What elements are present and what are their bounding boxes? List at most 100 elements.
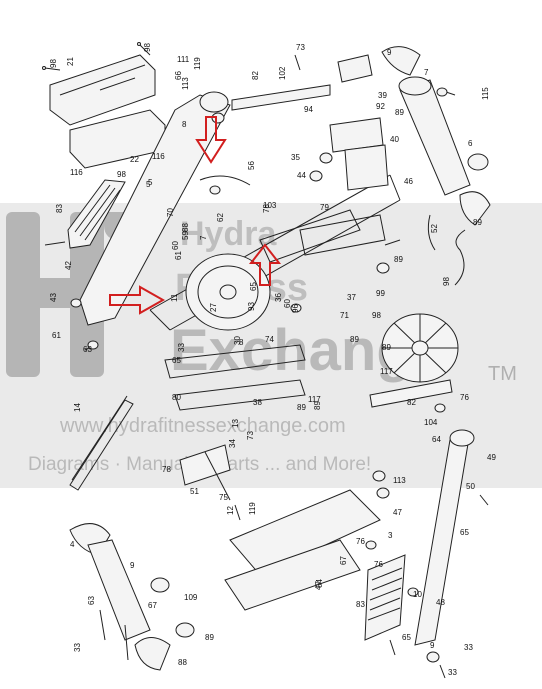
part-number-label: 78: [162, 465, 171, 474]
part-number-label: 115: [481, 87, 490, 100]
part-number-label: 4: [70, 540, 75, 549]
part-flywheel-36: [185, 253, 271, 331]
part-number-label: 47: [314, 581, 323, 590]
part-number-label: 3: [388, 531, 393, 540]
part-number-label: 67: [339, 556, 348, 565]
part-number-label: 35: [291, 153, 300, 162]
part-cable-42: [427, 214, 436, 251]
part-number-label: 83: [356, 600, 365, 609]
watermark-trademark: TM: [488, 363, 517, 385]
part-cap-9-bottom: [134, 637, 171, 671]
part-number-label: 113: [393, 476, 406, 485]
part-bracket-75: [179, 444, 231, 486]
part-number-label: 76: [374, 560, 383, 569]
part-number-label: 73: [246, 431, 255, 440]
part-number-label: 119: [248, 502, 257, 515]
part-number-label: 89: [350, 335, 359, 344]
part-number-label: 109: [184, 593, 198, 602]
part-number-label: 94: [304, 105, 313, 114]
part-number-label: 75: [219, 493, 228, 502]
part-number-label: 6: [468, 139, 473, 148]
part-number-label: 71: [340, 311, 349, 320]
part-number-label: 98: [143, 43, 152, 52]
part-number-label: 14: [73, 403, 82, 412]
part-number-label: 33: [464, 643, 473, 652]
part-cap-7-right: [459, 191, 491, 226]
part-number-label: 119: [193, 57, 202, 70]
part-number-label: 76: [356, 537, 365, 546]
part-number-label: 5: [148, 178, 153, 187]
part-number-label: 102: [278, 66, 287, 80]
part-number-label: 89: [313, 401, 322, 410]
part-number-label: 33: [177, 343, 186, 352]
part-pedal-arm-3: [229, 489, 381, 576]
part-bracket-82: [231, 84, 331, 111]
watermark-line1: Hydra: [180, 215, 277, 253]
part-pedal-arm-lower: [224, 539, 361, 611]
part-number-label: 80: [172, 393, 181, 402]
part-number-label: 89: [395, 108, 404, 117]
part-number-label: 62: [216, 213, 225, 222]
fasteners: [42, 42, 489, 679]
part-number-label: 56: [247, 161, 256, 170]
part-number-label: 104: [424, 418, 438, 427]
part-number-label: 27: [209, 303, 218, 312]
part-number-label: 43: [49, 293, 58, 302]
parts-line-art: [42, 42, 491, 679]
part-number-label: 65: [249, 282, 258, 291]
part-number-label: 60: [283, 299, 292, 308]
part-number-label: 12: [226, 506, 235, 515]
part-number-label: 21: [66, 57, 75, 66]
part-number-label: 61: [52, 331, 61, 340]
part-number-label: 98: [117, 170, 126, 179]
part-number-label: 39: [378, 91, 387, 100]
part-number-label: 73: [296, 43, 305, 52]
part-number-label: 117: [380, 367, 393, 376]
part-number-label: 65: [402, 633, 411, 642]
part-number-label: 92: [376, 102, 385, 111]
part-number-label: 50: [466, 482, 475, 491]
part-number-label: 10: [413, 590, 422, 599]
part-number-label: 78: [262, 204, 271, 213]
part-number-label: 76: [460, 393, 469, 402]
part-arm-56: [199, 175, 251, 186]
part-number-label: 36: [274, 293, 283, 302]
part-number-label: 98: [372, 311, 381, 320]
part-number-label: 59: [181, 231, 190, 240]
part-number-label: 65: [460, 528, 469, 537]
part-number-label: 89: [297, 403, 306, 412]
part-number-label: 103: [263, 201, 277, 210]
part-number-label: 9: [130, 561, 135, 570]
part-number-label: 9: [430, 641, 435, 650]
red-arrow-down: [195, 116, 227, 164]
part-number-label: 89: [473, 218, 482, 227]
part-number-label: 5: [146, 180, 151, 189]
part-main-frame: [149, 174, 401, 331]
part-number-label: 111: [177, 55, 190, 64]
red-arrow-up: [248, 243, 282, 286]
part-number-label: 44: [297, 171, 306, 180]
part-number-label: 99: [376, 289, 385, 298]
part-number-label: 82: [251, 71, 260, 80]
part-number-label: 88: [181, 223, 190, 232]
highlight-arrows: [109, 116, 282, 315]
part-number-label: 116: [152, 152, 165, 161]
part-number-label: 66: [174, 71, 183, 80]
part-number-label: 38: [253, 398, 262, 407]
part-number-label: 33: [73, 643, 82, 652]
part-number-label: 51: [190, 487, 199, 496]
part-number-label: 89: [382, 343, 391, 352]
part-number-label: 67: [148, 601, 157, 610]
part-number-label: 7: [424, 68, 429, 77]
part-number-label: 9: [387, 48, 392, 57]
part-number-label: 88: [178, 658, 187, 667]
part-number-label: 63: [83, 345, 92, 354]
part-number-label: 61: [174, 251, 183, 260]
part-number-label: 46: [404, 177, 413, 186]
part-number-label: 52: [430, 224, 439, 233]
part-number-label: 113: [181, 77, 190, 90]
part-number-label: 8: [239, 338, 244, 347]
part-number-label: 70: [166, 208, 175, 217]
watermark-url: www.hydrafitnessexchange.com: [59, 415, 346, 437]
part-number-label: 42: [64, 261, 73, 270]
